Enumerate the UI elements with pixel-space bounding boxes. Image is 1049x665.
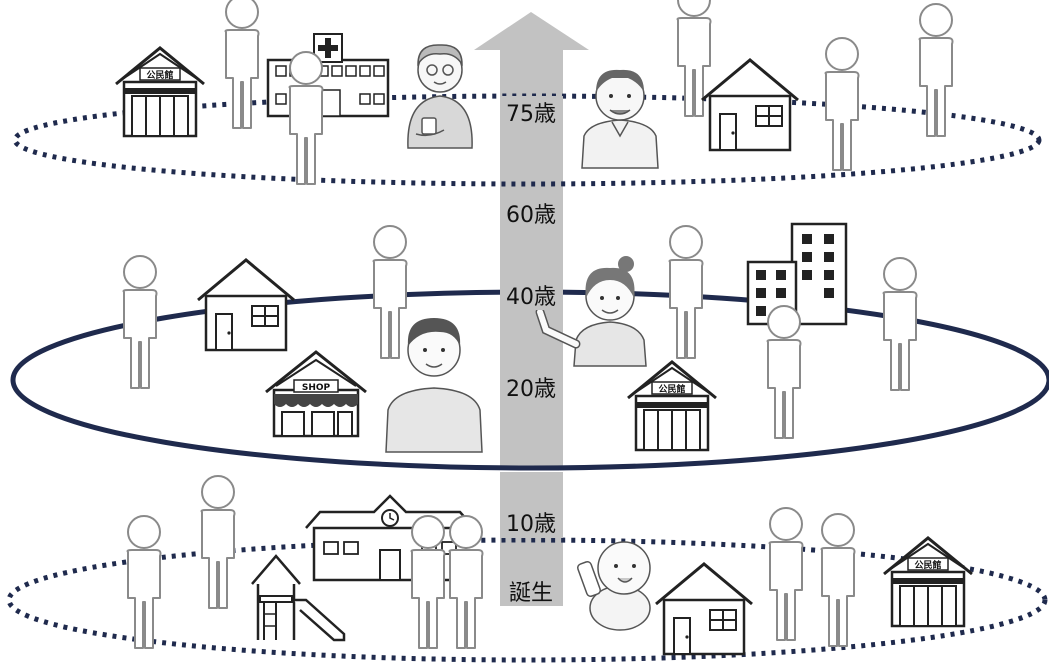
community-hall-icon: 公民館: [882, 536, 974, 628]
person-silhouette-icon: [768, 507, 804, 641]
person-silhouette-icon: [448, 515, 484, 649]
person-silhouette-icon: [288, 51, 324, 185]
age-label-75: 75歳: [506, 102, 556, 127]
person-silhouette-icon: [122, 255, 158, 389]
baby-figure: [576, 541, 651, 631]
upper-dotted-ring: [12, 93, 1042, 187]
person-silhouette-icon: [410, 515, 446, 649]
community-hall-sign: 公民館: [658, 383, 685, 395]
person-silhouette-icon: [200, 475, 236, 609]
community-hall-icon: 公民館: [626, 360, 718, 452]
community-hall-icon: 公民館: [114, 46, 206, 138]
community-hall-sign: 公民館: [146, 69, 173, 81]
age-label-20: 20歳: [506, 377, 556, 402]
person-silhouette-icon: [668, 225, 704, 359]
lower-dotted-ring: [6, 537, 1048, 663]
office-building-icon: [746, 222, 848, 326]
age-label-birth: 誕生: [509, 581, 553, 606]
woman-waving-figure: [535, 256, 647, 367]
house-icon: [196, 258, 296, 352]
school-icon: [305, 494, 475, 582]
shop-sign: SHOP: [302, 383, 331, 393]
hospital-icon: [266, 33, 390, 118]
person-silhouette-icon: [824, 37, 860, 171]
person-silhouette-icon: [126, 515, 162, 649]
shop-icon: SHOP: [265, 350, 367, 438]
person-silhouette-icon: [820, 513, 856, 647]
age-label-10: 10歳: [506, 512, 556, 537]
playground-slide-icon: [251, 554, 346, 642]
person-silhouette-icon: [918, 3, 954, 137]
house-icon: [654, 562, 754, 656]
elderly-man-figure: [581, 69, 659, 169]
house-icon: [700, 58, 800, 152]
age-labels: 75歳 60歳 40歳 20歳 10歳 誕生: [500, 96, 563, 606]
community-hall-sign: 公民館: [914, 559, 941, 571]
young-man-figure: [385, 318, 483, 453]
person-silhouette-icon: [882, 257, 918, 391]
person-silhouette-icon: [372, 225, 408, 359]
elderly-woman-figure: [407, 44, 473, 149]
age-label-40: 40歳: [506, 285, 556, 310]
age-label-60: 60歳: [506, 203, 556, 228]
person-silhouette-icon: [224, 0, 260, 129]
person-silhouette-icon: [766, 305, 802, 439]
